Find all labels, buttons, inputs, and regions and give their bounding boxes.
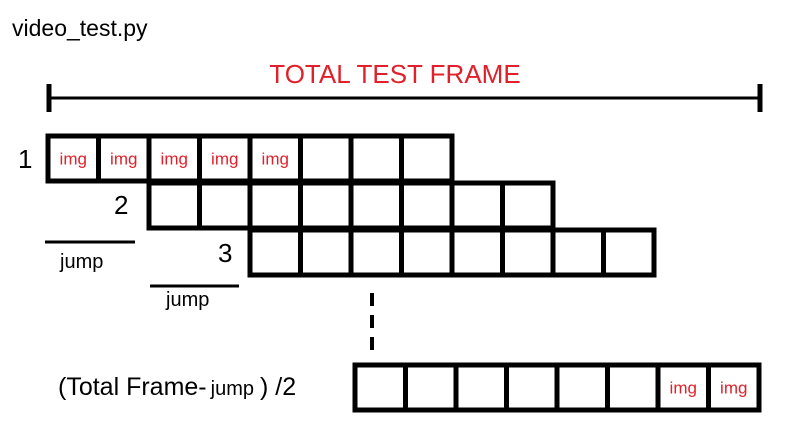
formula-prefix: (Total Frame-: [58, 373, 207, 401]
frame-cell: [655, 362, 711, 413]
img-frame-label: img: [211, 150, 238, 169]
frame-cell: [348, 133, 404, 184]
frame-cell: [298, 227, 354, 278]
formula-jump: jump: [210, 378, 254, 400]
frame-cell: [605, 362, 661, 413]
jump-label-1: jump: [59, 251, 103, 273]
formula-label: (Total Frame-jump ) /2: [58, 373, 296, 401]
frame-cell: [348, 180, 404, 231]
file-title: video_test.py: [12, 15, 148, 41]
frame-cell: [298, 180, 354, 231]
frame-cell: [449, 180, 505, 231]
jump-label-2: jump: [165, 289, 209, 311]
frame-cell: [504, 362, 560, 413]
img-frame-label: img: [670, 379, 697, 398]
frame-cell: [146, 133, 202, 184]
frame-cell: [399, 227, 455, 278]
frame-cell: [554, 362, 610, 413]
frame-cell: [500, 180, 556, 231]
frame-row-last: img img: [352, 362, 762, 413]
formula-suffix: ) /2: [260, 373, 296, 401]
row-label-2: 2: [114, 190, 128, 220]
img-frame-label: img: [161, 150, 188, 169]
img-frame-label: img: [262, 150, 289, 169]
frame-cell: [706, 362, 762, 413]
frame-cell: [403, 362, 459, 413]
total-span-bar: [46, 84, 763, 112]
frame-row-1: img img img img img: [45, 133, 455, 184]
row-label-1: 1: [18, 144, 32, 174]
frame-cell: [352, 362, 408, 413]
frame-cell: [298, 133, 354, 184]
frame-row-2: [146, 180, 556, 231]
jump-indicator-1: jump: [45, 240, 135, 273]
frame-cell: [247, 227, 303, 278]
frame-cell: [96, 133, 152, 184]
img-frame-label: img: [720, 379, 747, 398]
frame-cell: [197, 180, 253, 231]
img-frame-label: img: [110, 150, 137, 169]
frame-row-3: [247, 227, 657, 278]
frame-cell: [399, 180, 455, 231]
frame-cell: [247, 180, 303, 231]
jump-indicator-2: jump: [150, 284, 239, 311]
frame-cell: [601, 227, 657, 278]
frame-cell: [453, 362, 509, 413]
frame-cell: [500, 227, 556, 278]
frame-cell: [550, 227, 606, 278]
frame-cell: [348, 227, 404, 278]
frame-cell: [399, 133, 455, 184]
total-frame-label: TOTAL TEST FRAME: [269, 59, 520, 89]
frame-cell: [146, 180, 202, 231]
img-frame-label: img: [60, 150, 87, 169]
frame-cell: [449, 227, 505, 278]
row-label-3: 3: [218, 238, 232, 268]
